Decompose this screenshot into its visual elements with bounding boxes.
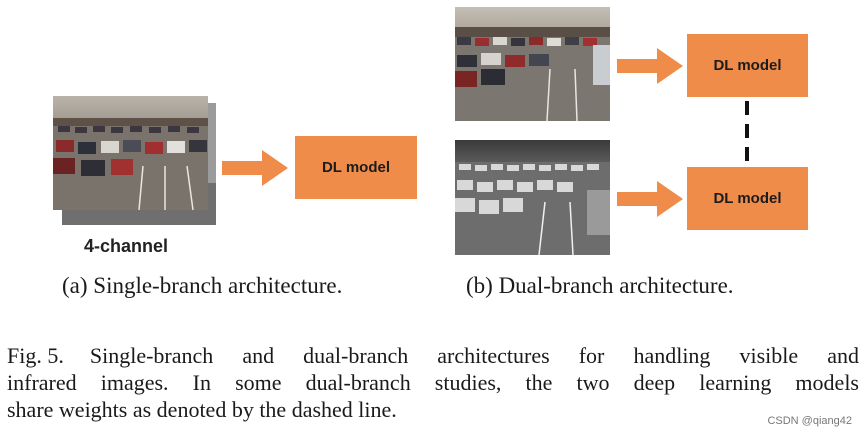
figure-caption: Fig. 5. Single-branch and dual-branch ar… [7, 342, 859, 423]
figure-label: Fig. 5. [7, 343, 64, 368]
dl-model-box-single: DL model [295, 136, 417, 199]
caption-line-2: infrared images. In some dual-branch stu… [7, 370, 859, 395]
infrared-parking-image [455, 140, 610, 255]
arrow-icon [617, 48, 683, 84]
four-channel-label: 4-channel [84, 236, 169, 256]
dl-model-box-infrared: DL model [687, 167, 808, 230]
arrow-icon [222, 150, 288, 186]
visible-parking-image [455, 7, 610, 121]
dl-model-label: DL model [713, 57, 782, 74]
shared-weights-dashed-line [745, 147, 749, 161]
dl-model-label: DL model [713, 190, 782, 207]
visible-parking-image-stacked [53, 96, 208, 210]
shared-weights-dashed-line [745, 124, 749, 138]
watermark-text: CSDN @qiang42 [767, 415, 852, 427]
caption-a: (a) Single-branch architecture. [62, 273, 343, 298]
dl-model-label: DL model [321, 159, 391, 176]
arrow-icon [617, 181, 683, 217]
shared-weights-dashed-line [745, 101, 749, 115]
caption-line-3: share weights as denoted by the dashed l… [7, 397, 397, 422]
caption-line-1: Single-branch and dual-branch architectu… [89, 343, 859, 368]
caption-b: (b) Dual-branch architecture. [466, 273, 734, 298]
dl-model-box-visible: DL model [687, 34, 808, 97]
